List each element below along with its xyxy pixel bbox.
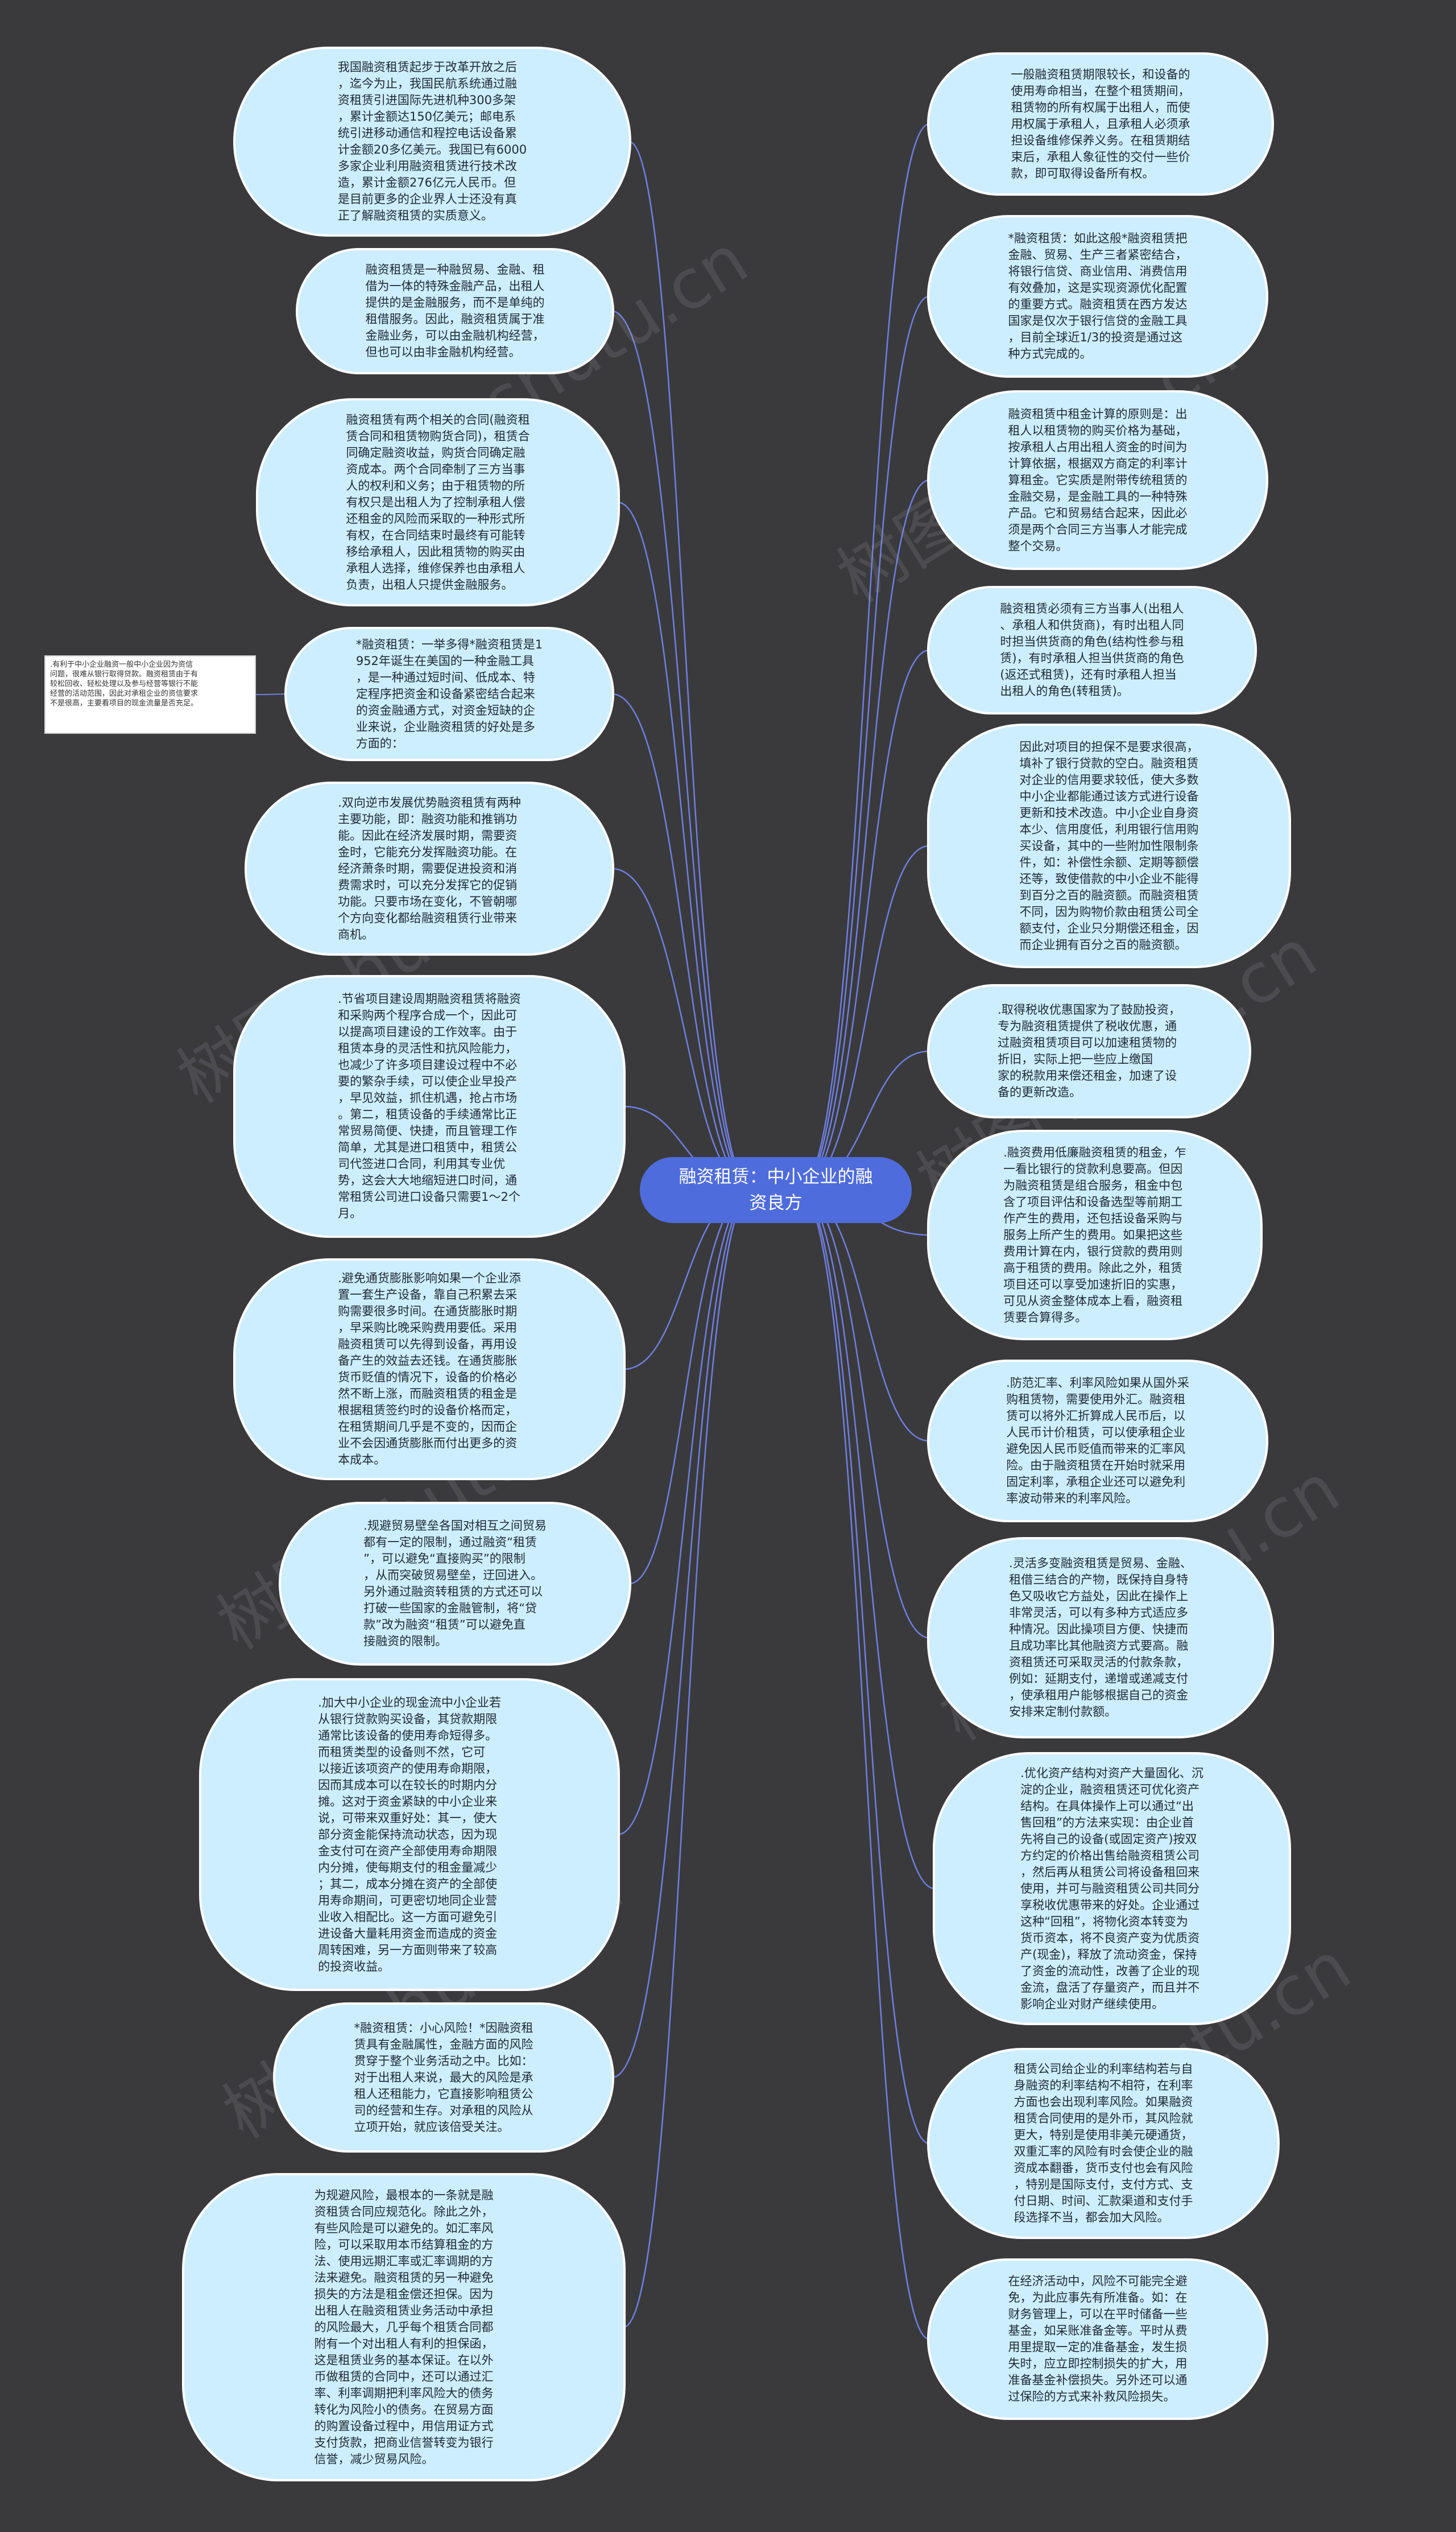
note-box: .有利于中小企业融资一般中小企业因为资信 问题，很难从银行取得贷款。融资租赁由于… <box>44 655 256 734</box>
right-node-9[interactable]: .灵活多变融资租赁是贸易、金融、 租借三结合的产物，既保持自身特 色又吸收它方益… <box>927 1537 1274 1738</box>
left-node-1[interactable]: 我国融资租赁起步于改革开放之后 ，迄今为止，我国民航系统通过融 资租赁引进国际先… <box>233 47 631 237</box>
left-connector-8 <box>628 1189 754 1585</box>
left-node-2[interactable]: 融资租赁是一种融贸易、金融、租 借为一体的特殊金融产品，出租人 提供的是金融服务… <box>296 248 614 374</box>
node-text: *融资租赁：小心风险！*因融资租 赁具有金融属性，金融方面的风险 贯穿于整个业务… <box>354 2021 533 2134</box>
node-text: 我国融资租赁起步于改革开放之后 ，迄今为止，我国民航系统通过融 资租赁引进国际先… <box>337 60 527 222</box>
right-node-11[interactable]: 租赁公司给企业的利率结构若与自 身融资的利率结构不相符，在利率 方面也会出现利率… <box>927 2048 1280 2239</box>
right-connector-10 <box>798 1189 936 1890</box>
right-node-6[interactable]: .取得税收优惠国家为了鼓励投资， 专为融资租赁提供了税收优惠，通 过融资租赁项目… <box>927 984 1251 1118</box>
node-text: 在经济活动中，风险不可能完全避 免，为此应事先有所准备。如：在 财务管理上，可以… <box>1008 2274 1188 2403</box>
left-connector-10 <box>611 1189 754 2079</box>
center-topic-text: 融资租赁：中小企业的融 资良方 <box>679 1167 873 1213</box>
left-node-3[interactable]: 融资租赁有两个相关的合同(融资租 赁合同和租赁物购货合同)，租赁合 同确定融资收… <box>256 398 620 606</box>
note-connector <box>255 693 287 695</box>
node-text: 为规避风险，最根本的一条就是融 资租赁合同应规范化。除此之外， 有些风险是可以避… <box>314 2188 494 2466</box>
left-connector-9 <box>617 1189 754 1836</box>
right-connector-2 <box>798 295 930 1191</box>
right-node-1[interactable]: 一般融资租赁期限较长，和设备的 使用寿命相当，在整个租赁期间， 租赁物的所有权属… <box>927 52 1274 196</box>
right-connector-12 <box>798 1189 930 2340</box>
node-text: .节省项目建设周期融资租赁将融资 和采购两个程序合成一个，因此可 以提高项目建设… <box>338 992 521 1220</box>
right-node-7[interactable]: .融资费用低廉融资租赁的租金，乍 一看比银行的贷款利息要高。但因 为融资租赁是组… <box>927 1130 1263 1340</box>
left-connector-11 <box>623 1189 754 2328</box>
right-node-8[interactable]: .防范汇率、利率风险如果从国外采 购租赁物，需要使用外汇。融资租 赁可以将外汇折… <box>927 1360 1268 1522</box>
node-text: .融资费用低廉融资租赁的租金，乍 一看比银行的贷款利息要高。但因 为融资租赁是组… <box>1003 1145 1186 1324</box>
left-node-5[interactable]: .双向逆市发展优势融资租赁有两种 主要功能，即：融资功能和推销功 能。因此在经济… <box>245 782 614 956</box>
node-text: 融资租赁有两个相关的合同(融资租 赁合同和租赁物购货合同)，租赁合 同确定融资收… <box>346 412 530 592</box>
right-connector-3 <box>798 479 930 1191</box>
right-connector-5 <box>798 845 930 1191</box>
node-text: *融资租赁：一举多得*融资租赁是1 952年诞生在美国的一种金融工具 ，是一种通… <box>355 637 543 750</box>
node-text: .防范汇率、利率风险如果从国外采 购租赁物，需要使用外汇。融资租 赁可以将外汇折… <box>1006 1376 1189 1505</box>
node-text: .优化资产结构对资产大量固化、沉 淀的企业，融资租赁还可优化资产 结构。在具体操… <box>1020 1766 1203 2011</box>
left-node-7[interactable]: .避免通货膨胀影响如果一个企业添 置一套生产设备，靠自己积累去采 购需要很多时间… <box>233 1258 626 1480</box>
left-node-9[interactable]: .加大中小企业的现金流中小企业若 从银行贷款购买设备，其贷款期限 通常比该设备的… <box>199 1678 620 1991</box>
node-text: .加大中小企业的现金流中小企业若 从银行贷款购买设备，其贷款期限 通常比该设备的… <box>318 1695 501 1973</box>
left-node-6[interactable]: .节省项目建设周期融资租赁将融资 和采购两个程序合成一个，因此可 以提高项目建设… <box>233 975 626 1238</box>
left-node-11[interactable]: 为规避风险，最根本的一条就是融 资租赁合同应规范化。除此之外， 有些风险是可以避… <box>182 2173 626 2481</box>
right-connector-9 <box>798 1189 930 1639</box>
right-node-3[interactable]: 融资租赁中租金计算的原则是：出 租人以租赁物的购买价格为基础， 按承租人占用出租… <box>927 390 1268 570</box>
left-node-8[interactable]: .规避贸易壁垒各国对相互之间贸易 都有一定的限制，通过融资“租赁 ”，可以避免“… <box>279 1502 631 1666</box>
left-connector-4 <box>611 693 754 1191</box>
right-node-12[interactable]: 在经济活动中，风险不可能完全避 免，为此应事先有所准备。如：在 财务管理上，可以… <box>927 2258 1268 2420</box>
right-connector-1 <box>798 123 930 1191</box>
left-connector-5 <box>611 868 754 1191</box>
node-text: .双向逆市发展优势融资租赁有两种 主要功能，即：融资功能和推销功 能。因此在经济… <box>338 795 521 941</box>
right-node-10[interactable]: .优化资产结构对资产大量固化、沉 淀的企业，融资租赁还可优化资产 结构。在具体操… <box>933 1752 1291 2025</box>
node-text: 租赁公司给企业的利率结构若与自 身融资的利率结构不相符，在利率 方面也会出现利率… <box>1014 2062 1193 2224</box>
center-topic[interactable]: 融资租赁：中小企业的融 资良方 <box>640 1157 912 1223</box>
node-text: .避免通货膨胀影响如果一个企业添 置一套生产设备，靠自己积累去采 购需要很多时间… <box>338 1271 521 1467</box>
right-node-5[interactable]: 因此对项目的担保不是要求很高， 填补了银行贷款的空白。融资租赁 对企业的信用要求… <box>927 724 1291 968</box>
left-connector-1 <box>628 141 754 1191</box>
node-text: 融资租赁是一种融贸易、金融、租 借为一体的特殊金融产品，出租人 提供的是金融服务… <box>365 263 545 359</box>
node-text: 融资租赁必须有三方当事人(出租人 、承租人和供货商)，有时出租人同 时担当供货商… <box>1000 602 1184 698</box>
left-connector-3 <box>617 501 754 1191</box>
left-connector-2 <box>611 310 754 1191</box>
note-text: .有利于中小企业融资一般中小企业因为资信 问题，很难从银行取得贷款。融资租赁由于… <box>50 660 198 708</box>
right-node-2[interactable]: *融资租赁：如此这般*融资租赁把 金融、贸易、生产三者紧密结合， 将银行信贷、商… <box>927 215 1268 378</box>
left-node-4[interactable]: *融资租赁：一举多得*融资租赁是1 952年诞生在美国的一种金融工具 ，是一种通… <box>284 627 614 761</box>
node-text: .灵活多变融资租赁是贸易、金融、 租借三结合的产物，既保持自身特 色又吸收它方益… <box>1009 1556 1192 1719</box>
node-text: 因此对项目的担保不是要求很高， 填补了银行贷款的空白。融资租赁 对企业的信用要求… <box>1019 740 1199 952</box>
right-node-4[interactable]: 融资租赁必须有三方当事人(出租人 、承租人和供货商)，有时出租人同 时担当供货商… <box>927 586 1257 714</box>
node-text: .取得税收优惠国家为了鼓励投资， 专为融资租赁提供了税收优惠，通 过融资租赁项目… <box>998 1003 1181 1099</box>
node-text: *融资租赁：如此这般*融资租赁把 金融、贸易、生产三者紧密结合， 将银行信贷、商… <box>1008 232 1188 361</box>
right-connector-4 <box>798 649 930 1191</box>
node-text: 融资租赁中租金计算的原则是：出 租人以租赁物的购买价格为基础， 按承租人占用出租… <box>1008 407 1188 553</box>
node-text: 一般融资租赁期限较长，和设备的 使用寿命相当，在整个租赁期间， 租赁物的所有权属… <box>1011 67 1190 180</box>
node-text: .规避贸易壁垒各国对相互之间贸易 都有一定的限制，通过融资“租赁 ”，可以避免“… <box>363 1519 547 1648</box>
left-node-10[interactable]: *融资租赁：小心风险！*因融资租 赁具有金融属性，金融方面的风险 贯穿于整个业务… <box>273 2002 614 2153</box>
right-connector-11 <box>798 1189 930 2145</box>
